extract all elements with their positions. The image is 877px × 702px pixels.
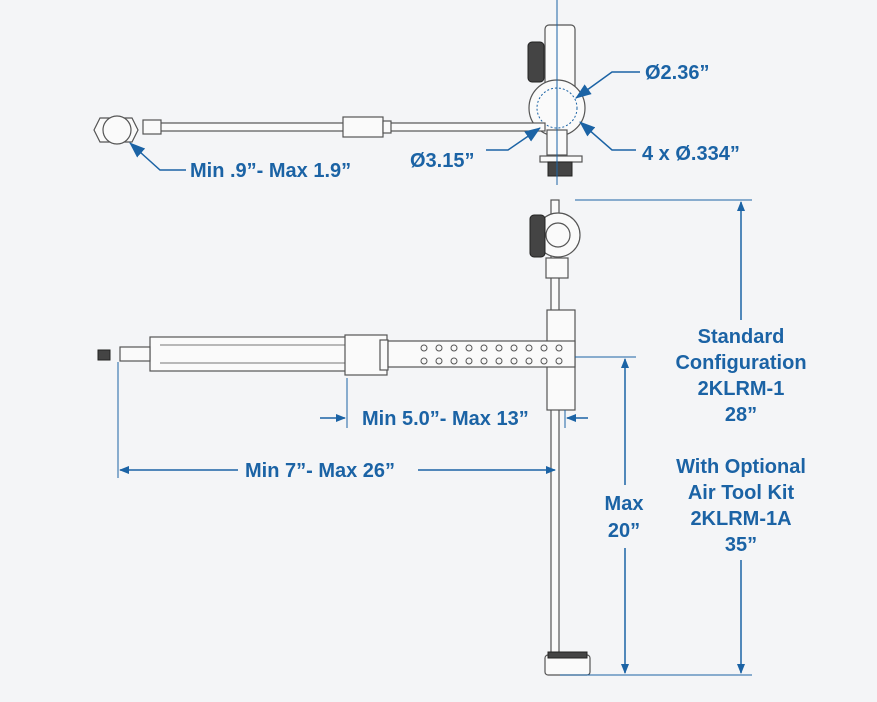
adjustment-hole [555,357,563,365]
flange-diameter-label: Ø3.15” [410,150,474,172]
max-height-label-1: Max [605,493,644,515]
standard-line-2: Configuration [675,352,806,374]
adjustment-hole [450,344,458,352]
standard-line-4: 28” [725,404,757,426]
adjustment-hole [525,357,533,365]
adjustment-hole [465,357,473,365]
adjustment-hole [480,344,488,352]
max-height-label-2: 20” [608,520,640,542]
adjustment-hole [510,344,518,352]
adjustment-hole [540,357,548,365]
knob-icon [529,214,546,258]
adjustment-hole [525,344,533,352]
reach-label: Min 7”- Max 26” [245,460,395,482]
adjustment-hole [435,357,443,365]
arm-extension-label: Min 5.0”- Max 13” [362,408,529,430]
adjustment-hole [495,344,503,352]
adjustment-hole [510,357,518,365]
optional-line-3: 2KLRM-1A [690,508,791,530]
adjustment-hole [420,344,428,352]
standard-line-3: 2KLRM-1 [698,378,785,400]
optional-line-2: Air Tool Kit [688,482,795,504]
adjustment-holes [420,344,563,365]
standard-line-1: Standard [698,326,785,348]
clamp-range-label: Min .9”- Max 1.9” [190,160,351,182]
bolt-circle-label: Ø2.36” [645,62,709,84]
optional-kit-label: With Optional Air Tool Kit 2KLRM-1A 35” [676,456,806,556]
standard-config-label: Standard Configuration 2KLRM-1 28” [675,326,806,426]
knob-icon [527,41,545,83]
adjustment-hole [495,357,503,365]
top-view-drawing [93,0,586,185]
adjustment-hole [555,344,563,352]
adjustment-hole [435,344,443,352]
adjustment-hole [450,357,458,365]
adjustment-hole [465,344,473,352]
side-view-drawing [97,199,591,676]
mount-holes-label: 4 x Ø.334” [642,143,740,165]
adjustment-hole [420,357,428,365]
optional-line-1: With Optional [676,456,806,478]
adjustment-hole [480,357,488,365]
adjustment-hole [540,344,548,352]
optional-line-4: 35” [725,534,757,556]
